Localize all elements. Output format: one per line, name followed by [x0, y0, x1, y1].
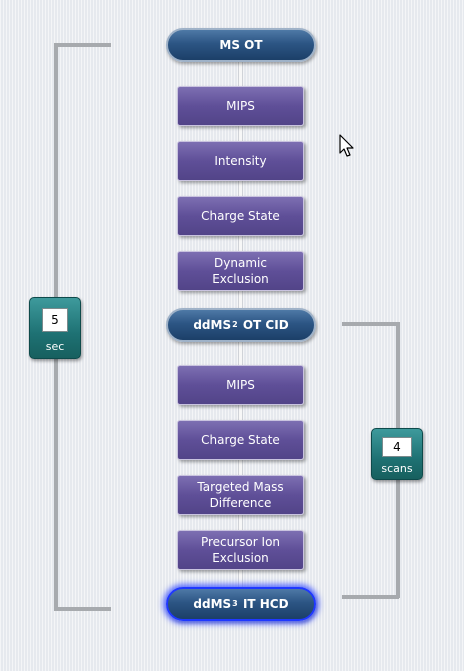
scans-unit: scans — [381, 462, 413, 475]
ddms3-order: 3 — [232, 598, 238, 608]
ms-ot-label: MS OT — [219, 38, 263, 52]
filter-mips-dd2[interactable]: MIPS — [177, 365, 304, 405]
ddms2-order: 2 — [232, 319, 238, 329]
filter-label: Targeted Mass Difference — [197, 480, 284, 510]
ddms3-suffix: IT HCD — [242, 597, 289, 611]
filter-label: Intensity — [214, 154, 267, 168]
filter-label: Charge State — [201, 209, 280, 223]
cycle-time-value[interactable]: 5 — [42, 308, 68, 332]
filter-label: MIPS — [226, 378, 255, 392]
scans-badge[interactable]: 4 scans — [371, 428, 423, 480]
ddms3-prefix: ddMS — [193, 597, 232, 611]
ddms2-suffix: OT CID — [242, 318, 289, 332]
cycle-time-badge[interactable]: 5 sec — [29, 297, 81, 359]
scans-value[interactable]: 4 — [382, 437, 412, 457]
cycle-time-unit: sec — [45, 340, 65, 353]
scans-bracket-bottom — [342, 595, 399, 599]
arrow-cursor-icon — [339, 134, 354, 157]
filter-mips[interactable]: MIPS — [177, 86, 304, 126]
filter-label: Charge State — [201, 433, 280, 447]
filter-label: Precursor Ion Exclusion — [200, 535, 281, 565]
filter-intensity[interactable]: Intensity — [177, 141, 304, 181]
filter-label: MIPS — [226, 99, 255, 113]
filter-precursor-ion-exclusion[interactable]: Precursor Ion Exclusion — [177, 530, 304, 570]
scans-bracket-top — [342, 322, 399, 326]
filter-charge-state-dd2[interactable]: Charge State — [177, 420, 304, 460]
filter-charge-state[interactable]: Charge State — [177, 196, 304, 236]
ddms2-prefix: ddMS — [193, 318, 232, 332]
cycle-bracket-top — [54, 43, 111, 47]
filter-label: Dynamic Exclusion — [212, 256, 269, 286]
cycle-bracket-bottom — [54, 607, 111, 611]
ms-ot-node[interactable]: MS OT — [166, 28, 316, 62]
filter-dynamic-exclusion[interactable]: Dynamic Exclusion — [177, 251, 304, 291]
filter-targeted-mass-difference[interactable]: Targeted Mass Difference — [177, 475, 304, 515]
